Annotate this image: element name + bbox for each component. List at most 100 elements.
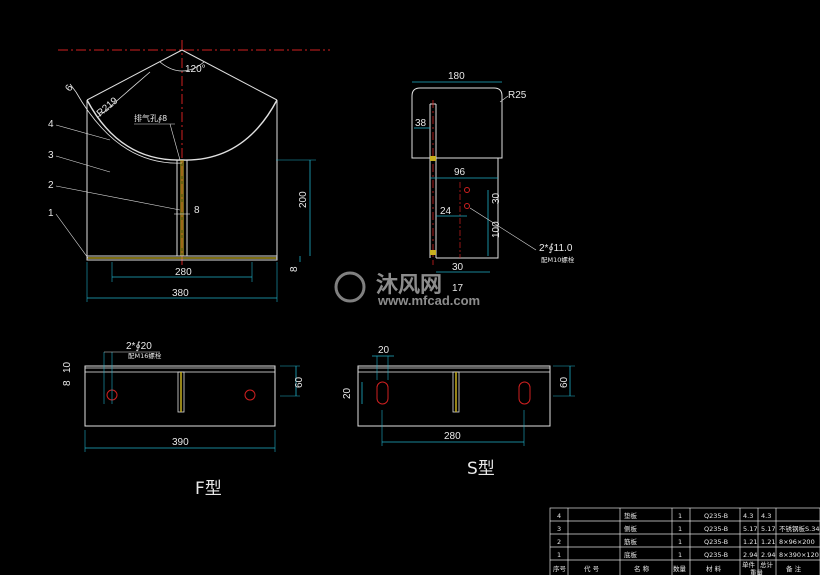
bom-cell-no: 4 <box>557 512 561 520</box>
bom-cell-note: 不锈钢板S.34 <box>779 524 819 533</box>
radius-dim: R219 <box>95 95 121 119</box>
bom-cell-w2: 1.21 <box>761 538 775 546</box>
plate-thk-dim: 38 <box>415 118 427 129</box>
top-pad-outline <box>411 87 503 159</box>
s-slot-right <box>518 381 531 405</box>
bom-cell-w1: 4.3 <box>743 512 753 520</box>
bom-border <box>549 507 820 575</box>
watermark-cn: 沐风网 <box>376 273 442 298</box>
leader-3 <box>55 155 111 173</box>
bom-header-no: 序号 <box>553 564 567 573</box>
watermark-logo-icon <box>334 271 366 303</box>
radius-leader <box>96 71 151 119</box>
bom-cell-w1: 5.17 <box>743 525 757 533</box>
bom-cell-qty: 1 <box>678 512 682 520</box>
watermark: 沐风网 www.mfcad.com <box>334 271 480 308</box>
bom-row: 2 筋板 1 Q235-B 1.21 1.21 8×96×200 <box>557 537 815 546</box>
f-base-outline <box>84 365 276 427</box>
f-hole-note: 2*∮20 <box>126 341 152 352</box>
vent-leader <box>169 123 181 161</box>
part-label-2: 2 <box>48 180 54 191</box>
hole-note: 2*∮11.0 <box>539 243 573 254</box>
s-width: 280 <box>444 431 461 442</box>
bom-header-w1: 单件 <box>742 560 756 569</box>
bom-row: 4 垫板 1 Q235-B 4.3 4.3 <box>557 511 771 520</box>
bom-text: 4 垫板 1 Q235-B 4.3 4.3 3 侧板 1 Q235-B 5.17… <box>553 511 819 575</box>
bom-cell-mat: Q235-B <box>704 512 728 520</box>
rib-outline <box>436 157 499 259</box>
bom-cell-name: 垫板 <box>624 511 638 520</box>
part-label-3: 3 <box>48 150 54 161</box>
r25-leader <box>499 95 509 103</box>
f-dim-8: 8 <box>62 380 73 386</box>
front-view: 120° 6 R219 排气孔∮8 4 3 2 1 8 2 <box>48 40 330 302</box>
bom-cell-qty: 1 <box>678 525 682 533</box>
s-pad-strip <box>357 367 551 373</box>
f-hole-sub: 配M16螺栓 <box>128 351 162 360</box>
web-thk-dim: 8 <box>194 205 200 216</box>
bom-cell-name: 底板 <box>624 550 638 559</box>
bom-row: 1 底板 1 Q235-B 2.94 2.94 8×390×120 <box>557 550 819 559</box>
radius-arc-left <box>75 91 183 164</box>
part-label-4: 4 <box>48 119 54 130</box>
watermark-url: www.mfcad.com <box>377 293 480 308</box>
dim-17: 17 <box>452 283 464 294</box>
hole-leader <box>469 207 537 251</box>
s-dim-20-top: 20 <box>378 345 390 356</box>
f-dim-60: 60 <box>294 376 305 388</box>
bom-header-code: 代 号 <box>584 564 600 573</box>
weld-web <box>180 160 184 256</box>
base-thk-dim: 8 <box>289 266 300 272</box>
side-hole-2 <box>464 203 470 209</box>
bom-header-name: 名 称 <box>634 564 650 573</box>
width-total-dim: 380 <box>172 288 189 299</box>
width-96-dim: 96 <box>454 167 466 178</box>
bom-cell-name: 侧板 <box>624 524 638 533</box>
bom-cell-mat: Q235-B <box>704 538 728 546</box>
bom-cell-no: 3 <box>557 525 561 533</box>
bom-row: 3 侧板 1 Q235-B 5.17 5.17 不锈钢板S.34 <box>557 524 819 533</box>
s-dim-60: 60 <box>559 376 570 388</box>
leader-2 <box>55 185 181 211</box>
dim-6: 6 <box>63 82 75 93</box>
side-view: 180 R25 38 96 30 100 24 2*∮11.0 配M10螺栓 3… <box>411 71 575 294</box>
bom-cell-no: 2 <box>557 538 561 546</box>
base-plate <box>86 255 278 261</box>
hole-sub-note: 配M10螺栓 <box>541 255 575 264</box>
dim-100: 100 <box>491 221 502 238</box>
hole-spacing-dim: 280 <box>175 267 192 278</box>
vent-note: 排气孔∮8 <box>134 113 167 123</box>
s-base-outline <box>357 365 551 427</box>
bom-cell-w2: 5.17 <box>761 525 775 533</box>
f-width: 390 <box>172 437 189 448</box>
top-width-dim: 180 <box>448 71 465 82</box>
bom-cell-note: 8×96×200 <box>779 538 815 546</box>
f-dim-10: 10 <box>62 361 73 373</box>
bom-header-qty: 数量 <box>673 564 687 573</box>
leader-1 <box>55 213 89 259</box>
bom-cell-no: 1 <box>557 551 561 559</box>
bom-header-note: 备 注 <box>786 564 802 573</box>
dim-30a: 30 <box>491 192 502 204</box>
plan-s: 20 20 60 280 S型 <box>342 345 575 479</box>
bom-cell-name: 筋板 <box>624 537 638 546</box>
s-dim-20-side: 20 <box>342 387 353 399</box>
f-pad-strip <box>84 367 276 373</box>
f-hole-right <box>244 389 256 401</box>
side-hole-1 <box>464 187 470 193</box>
bom-cell-mat: Q235-B <box>704 525 728 533</box>
bom-cell-w2: 4.3 <box>761 512 771 520</box>
bom-cell-w1: 2.94 <box>743 551 757 559</box>
dim-30b: 30 <box>452 262 464 273</box>
bom-header-weight: 重量 <box>750 569 764 575</box>
height-dim: 200 <box>298 191 309 208</box>
angle-line-right <box>181 49 278 101</box>
angle-arc <box>159 61 205 72</box>
angle-line-left <box>86 49 183 101</box>
weld-2 <box>430 250 436 255</box>
bom-table <box>549 507 820 575</box>
pad-radius-dim: R25 <box>508 90 527 101</box>
bom-header-w2: 总计 <box>760 560 774 569</box>
leader-6 <box>69 83 77 93</box>
